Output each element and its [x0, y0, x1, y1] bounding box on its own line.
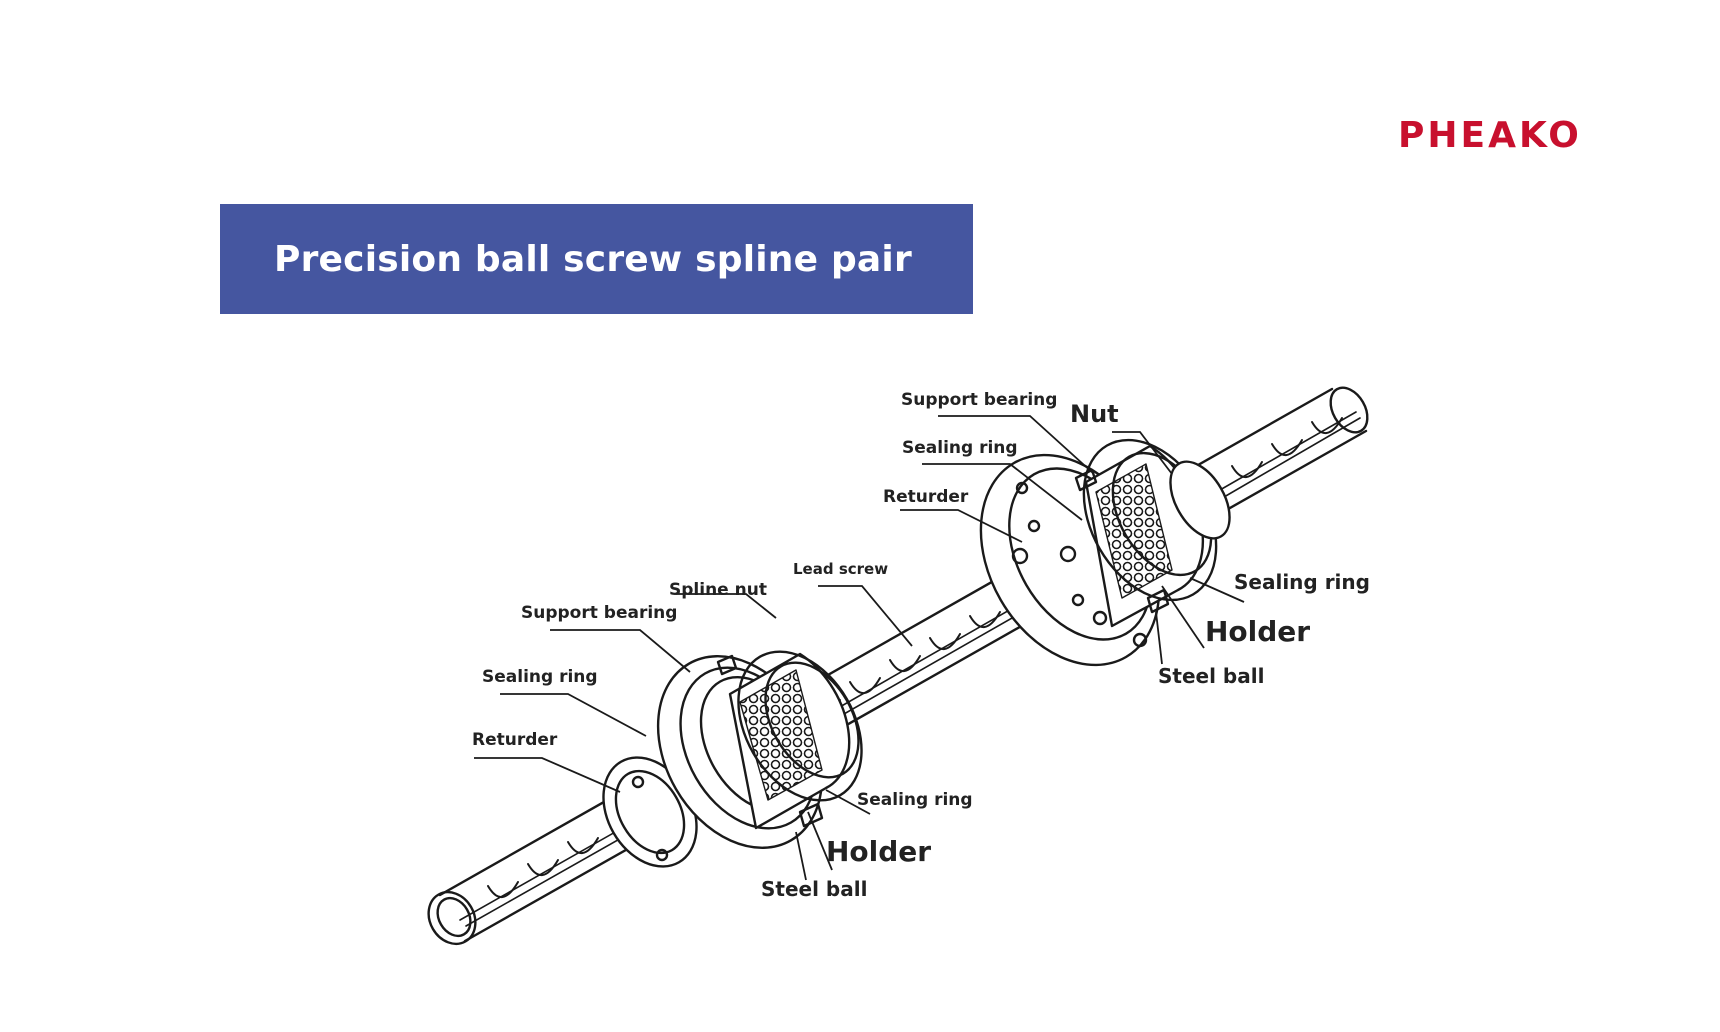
label-support-bearing-right: Support bearing	[901, 390, 1058, 410]
label-sealing-ring-left-top: Sealing ring	[482, 667, 598, 687]
label-spline-nut: Spline nut	[669, 580, 767, 600]
title-banner: Precision ball screw spline pair	[220, 204, 973, 314]
leader-lines	[474, 415, 1245, 881]
left-spline-nut-assembly	[602, 650, 863, 868]
label-sealing-ring-left-side: Sealing ring	[857, 790, 973, 810]
brand-logo: PHEAKO	[1398, 115, 1582, 156]
label-support-bearing-left: Support bearing	[521, 603, 678, 623]
label-steel-ball-left: Steel ball	[761, 877, 868, 901]
label-nut: Nut	[1070, 400, 1119, 428]
label-sealing-ring-right-side: Sealing ring	[1234, 570, 1370, 594]
right-nut-assembly	[979, 438, 1231, 667]
label-sealing-ring-right-top: Sealing ring	[902, 438, 1018, 458]
label-steel-ball-right: Steel ball	[1158, 664, 1265, 688]
page-title: Precision ball screw spline pair	[274, 238, 912, 280]
label-returder-left: Returder	[472, 730, 558, 750]
label-returder-right: Returder	[883, 487, 969, 507]
label-holder-left: Holder	[826, 835, 932, 868]
label-holder-right: Holder	[1205, 615, 1311, 648]
label-lead-screw: Lead screw	[793, 560, 889, 578]
